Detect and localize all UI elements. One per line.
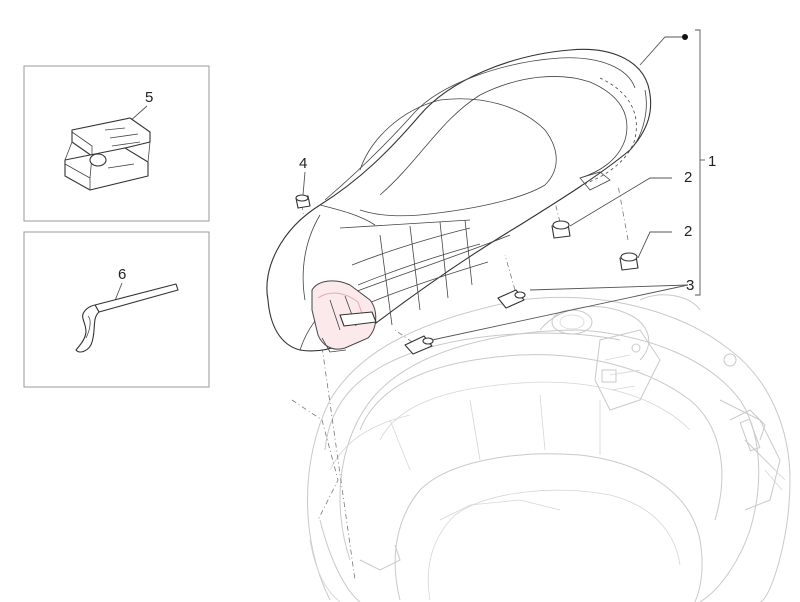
callout-rubber-bumper-upper: 2 — [684, 169, 692, 186]
hinge-pin-lower — [404, 335, 434, 355]
inset-tool-box: 6 — [23, 231, 210, 388]
rubber-bumper-lower — [619, 252, 639, 271]
screw-part — [295, 194, 311, 209]
hinge-pin-upper — [497, 289, 526, 309]
callout-screw: 4 — [299, 155, 307, 172]
callout-wrench-tool: 6 — [118, 266, 126, 283]
leader-lines — [302, 29, 705, 341]
callout-hinge-pin: 3 — [686, 277, 694, 294]
scooter-body-ghost — [307, 294, 791, 602]
seat-assembly — [266, 48, 652, 353]
callout-seat-assembly: 1 — [708, 153, 716, 170]
callout-rubber-bumper-lower: 2 — [684, 223, 692, 240]
rubber-bumper-upper — [551, 220, 571, 239]
inset-clip-box: 5 — [23, 65, 210, 222]
callout-clip: 5 — [145, 89, 153, 106]
